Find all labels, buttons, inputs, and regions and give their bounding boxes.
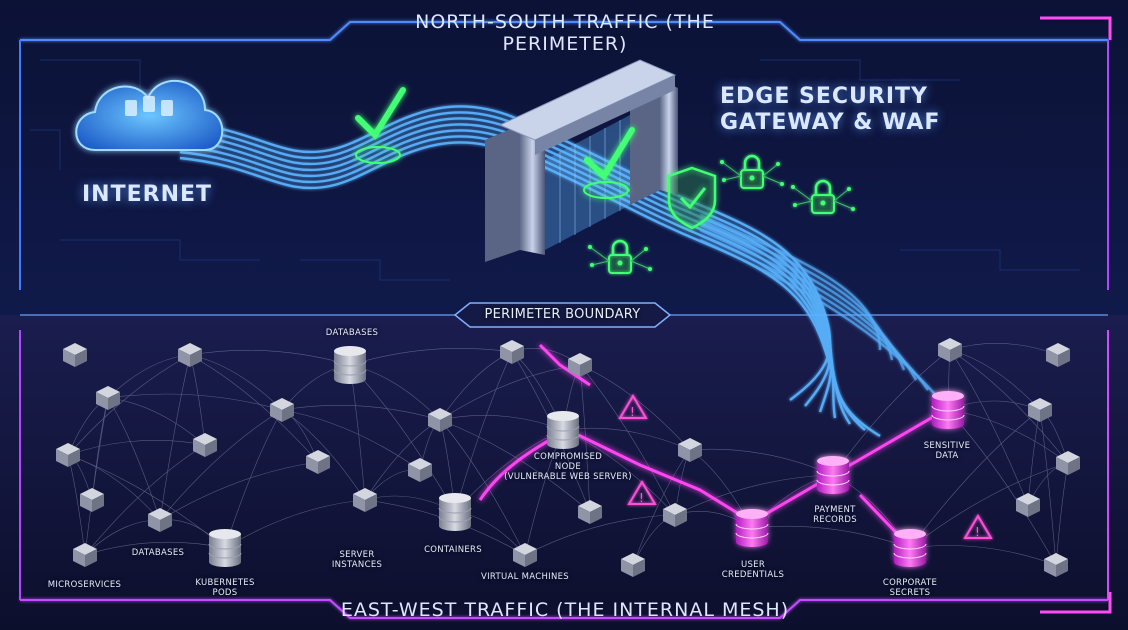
sensitive-line1: SENSITIVE bbox=[912, 441, 982, 451]
databases-top-label: DATABASES bbox=[322, 328, 382, 338]
internet-label: INTERNET bbox=[82, 182, 212, 207]
database-icon bbox=[894, 529, 926, 567]
gateway-label-line1: EDGE SECURITY bbox=[720, 84, 928, 109]
database-icon bbox=[817, 456, 849, 494]
database-icon bbox=[736, 509, 768, 547]
virtual-machines-label: VIRTUAL MACHINES bbox=[475, 572, 575, 582]
database-icon bbox=[334, 346, 366, 384]
boundary-label: PERIMETER BOUNDARY bbox=[470, 307, 655, 322]
header-title: NORTH-SOUTH TRAFFIC (THE PERIMETER) bbox=[350, 11, 780, 55]
database-icon bbox=[209, 529, 241, 567]
svg-text:!: ! bbox=[975, 525, 980, 539]
k8s-line1: KUBERNETES bbox=[190, 578, 260, 588]
svg-text:!: ! bbox=[639, 491, 644, 505]
compromised-line3: (VULNERABLE WEB SERVER) bbox=[498, 472, 638, 482]
user-cred-line1: USER bbox=[718, 560, 788, 570]
containers-label: CONTAINERS bbox=[418, 545, 488, 555]
footer-title: EAST-WEST TRAFFIC (THE INTERNAL MESH) bbox=[330, 599, 800, 621]
microservices-label: MICROSERVICES bbox=[42, 580, 127, 590]
databases-bottom-label: DATABASES bbox=[128, 548, 188, 558]
sensitive-line2: DATA bbox=[912, 451, 982, 461]
payment-line2: RECORDS bbox=[800, 515, 870, 525]
svg-text:!: ! bbox=[630, 405, 635, 419]
database-icon bbox=[547, 411, 579, 449]
database-icon bbox=[932, 391, 964, 429]
payment-line1: PAYMENT bbox=[800, 505, 870, 515]
server-line2: INSTANCES bbox=[327, 560, 387, 570]
compromised-line2: NODE bbox=[518, 462, 618, 472]
compromised-line1: COMPROMISED bbox=[518, 452, 618, 462]
database-icon bbox=[439, 493, 471, 531]
corporate-line1: CORPORATE bbox=[875, 578, 945, 588]
gateway-label-line2: GATEWAY & WAF bbox=[720, 110, 940, 135]
server-line1: SERVER bbox=[327, 550, 387, 560]
user-cred-line2: CREDENTIALS bbox=[718, 570, 788, 580]
corporate-line2: SECRETS bbox=[875, 588, 945, 598]
k8s-line2: PODS bbox=[190, 588, 260, 598]
